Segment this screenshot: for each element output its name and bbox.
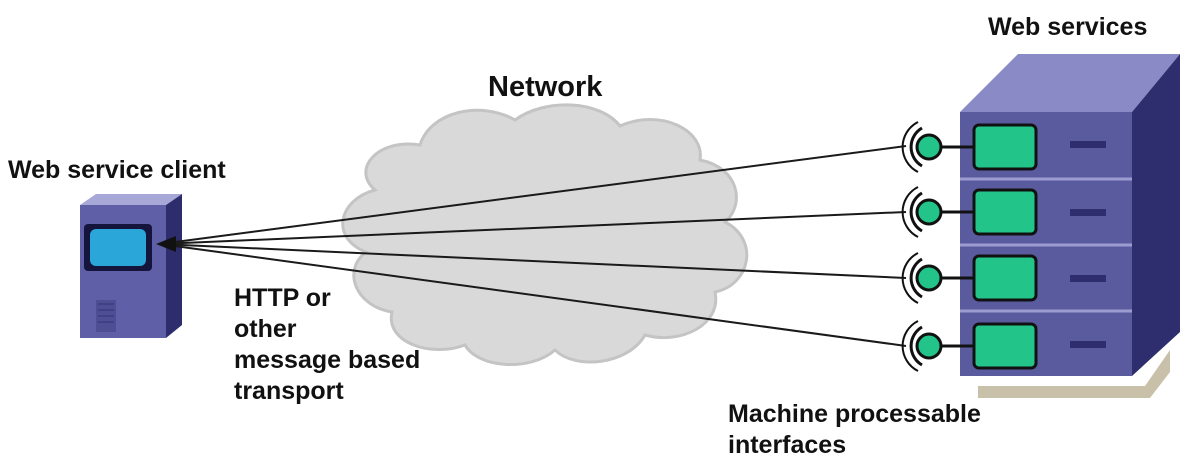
connection-line-3 bbox=[159, 243, 907, 279]
socket-icon bbox=[909, 191, 923, 233]
connection-line-2 bbox=[159, 211, 907, 245]
connection-line-1 bbox=[159, 145, 907, 245]
transport-label: HTTP or other message based transport bbox=[234, 284, 421, 405]
socket-icon bbox=[909, 257, 923, 299]
socket-icon bbox=[909, 126, 923, 168]
interface-1 bbox=[901, 121, 1038, 173]
transport-lines bbox=[159, 145, 907, 347]
socket-icon bbox=[909, 325, 923, 367]
network-label: Network bbox=[488, 71, 603, 103]
interface-2 bbox=[901, 186, 1038, 238]
client-label: Web service client bbox=[8, 156, 226, 184]
network-cloud-icon bbox=[341, 103, 749, 367]
connection-line-4 bbox=[159, 243, 907, 347]
web-services-label: Web services bbox=[988, 13, 1148, 41]
interfaces-label: Machine processable interfaces bbox=[728, 400, 981, 459]
arrow-head bbox=[156, 236, 176, 252]
interface-3 bbox=[901, 252, 1038, 304]
client-computer-icon bbox=[80, 194, 182, 338]
interface-4 bbox=[901, 320, 1038, 372]
